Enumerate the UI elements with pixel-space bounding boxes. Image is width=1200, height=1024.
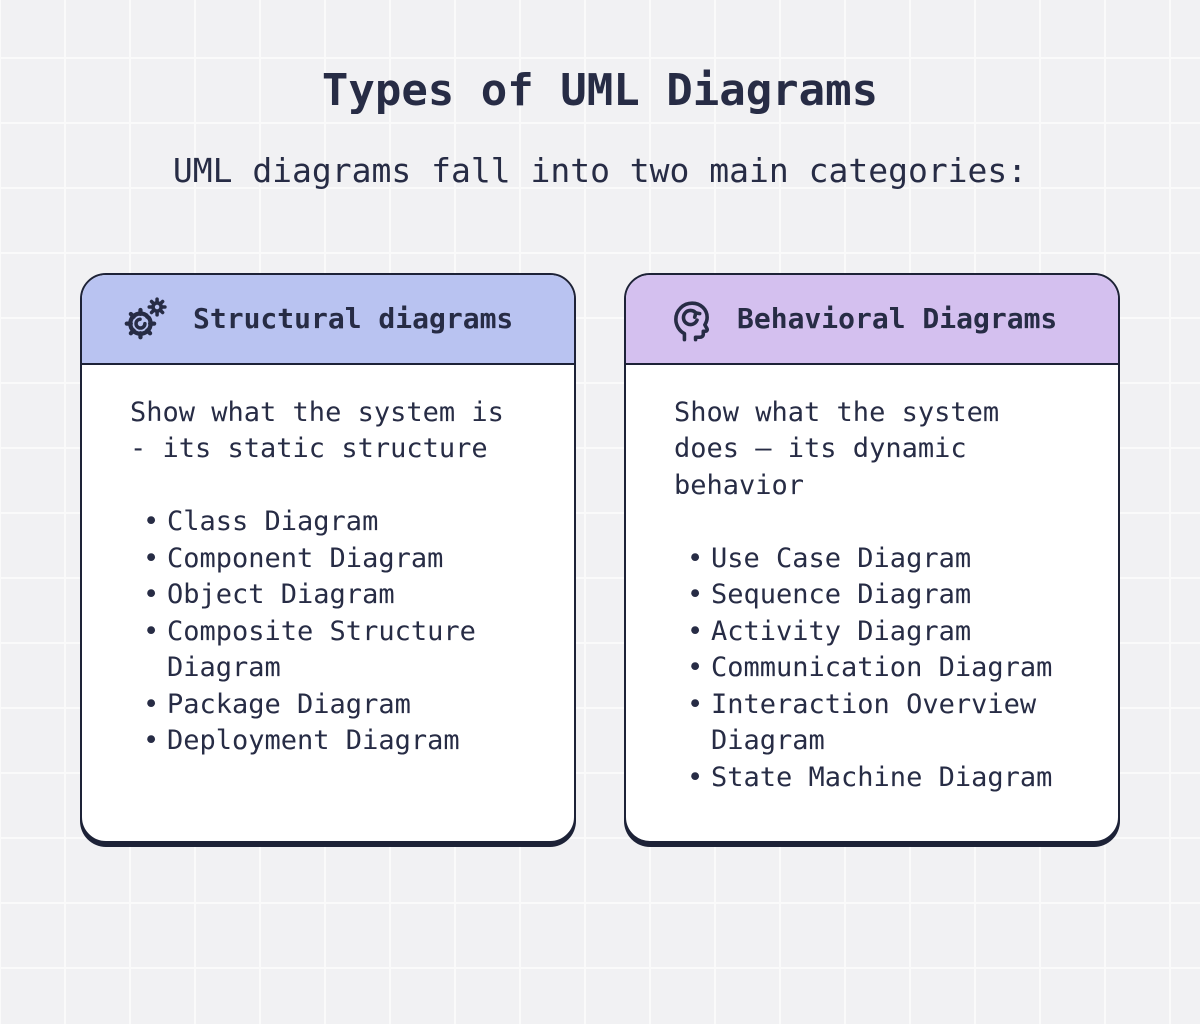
list-item: Composite Structure Diagram	[130, 614, 530, 687]
page-subtitle: UML diagrams fall into two main categori…	[172, 150, 1028, 190]
list-item: Deployment Diagram	[130, 723, 530, 760]
card-behavioral: Behavioral Diagrams Show what the system…	[624, 272, 1120, 843]
list-item: Package Diagram	[130, 687, 530, 724]
behavioral-diagram-list: Use Case Diagram Sequence Diagram Activi…	[674, 541, 1074, 797]
list-item: Interaction Overview Diagram	[674, 687, 1074, 760]
card-behavioral-title: Behavioral Diagrams	[737, 302, 1058, 336]
structural-diagram-list: Class Diagram Component Diagram Object D…	[130, 504, 530, 760]
list-item: State Machine Diagram	[674, 760, 1074, 797]
card-structural-header: Structural diagrams	[82, 274, 574, 365]
list-item: Activity Diagram	[674, 614, 1074, 651]
list-item: Use Case Diagram	[674, 541, 1074, 578]
gears-icon	[124, 295, 169, 339]
list-item: Class Diagram	[130, 504, 530, 541]
cards-row: Structural diagrams Show what the system…	[0, 272, 1200, 843]
card-behavioral-body: Show what the system does — its dynamic …	[626, 365, 1118, 797]
list-item: Component Diagram	[130, 541, 530, 578]
card-structural-body: Show what the system is - its static str…	[82, 365, 574, 760]
page-title: Types of UML Diagrams	[321, 65, 879, 116]
card-behavioral-header: Behavioral Diagrams	[626, 274, 1118, 365]
card-structural-title: Structural diagrams	[193, 302, 514, 336]
head-refresh-icon	[674, 300, 709, 341]
card-behavioral-intro: Show what the system does — its dynamic …	[674, 396, 1000, 501]
list-item: Sequence Diagram	[674, 577, 1074, 614]
list-item: Communication Diagram	[674, 650, 1074, 687]
list-item: Object Diagram	[130, 577, 530, 614]
card-structural: Structural diagrams Show what the system…	[80, 272, 576, 843]
card-structural-intro: Show what the system is - its static str…	[130, 396, 504, 465]
